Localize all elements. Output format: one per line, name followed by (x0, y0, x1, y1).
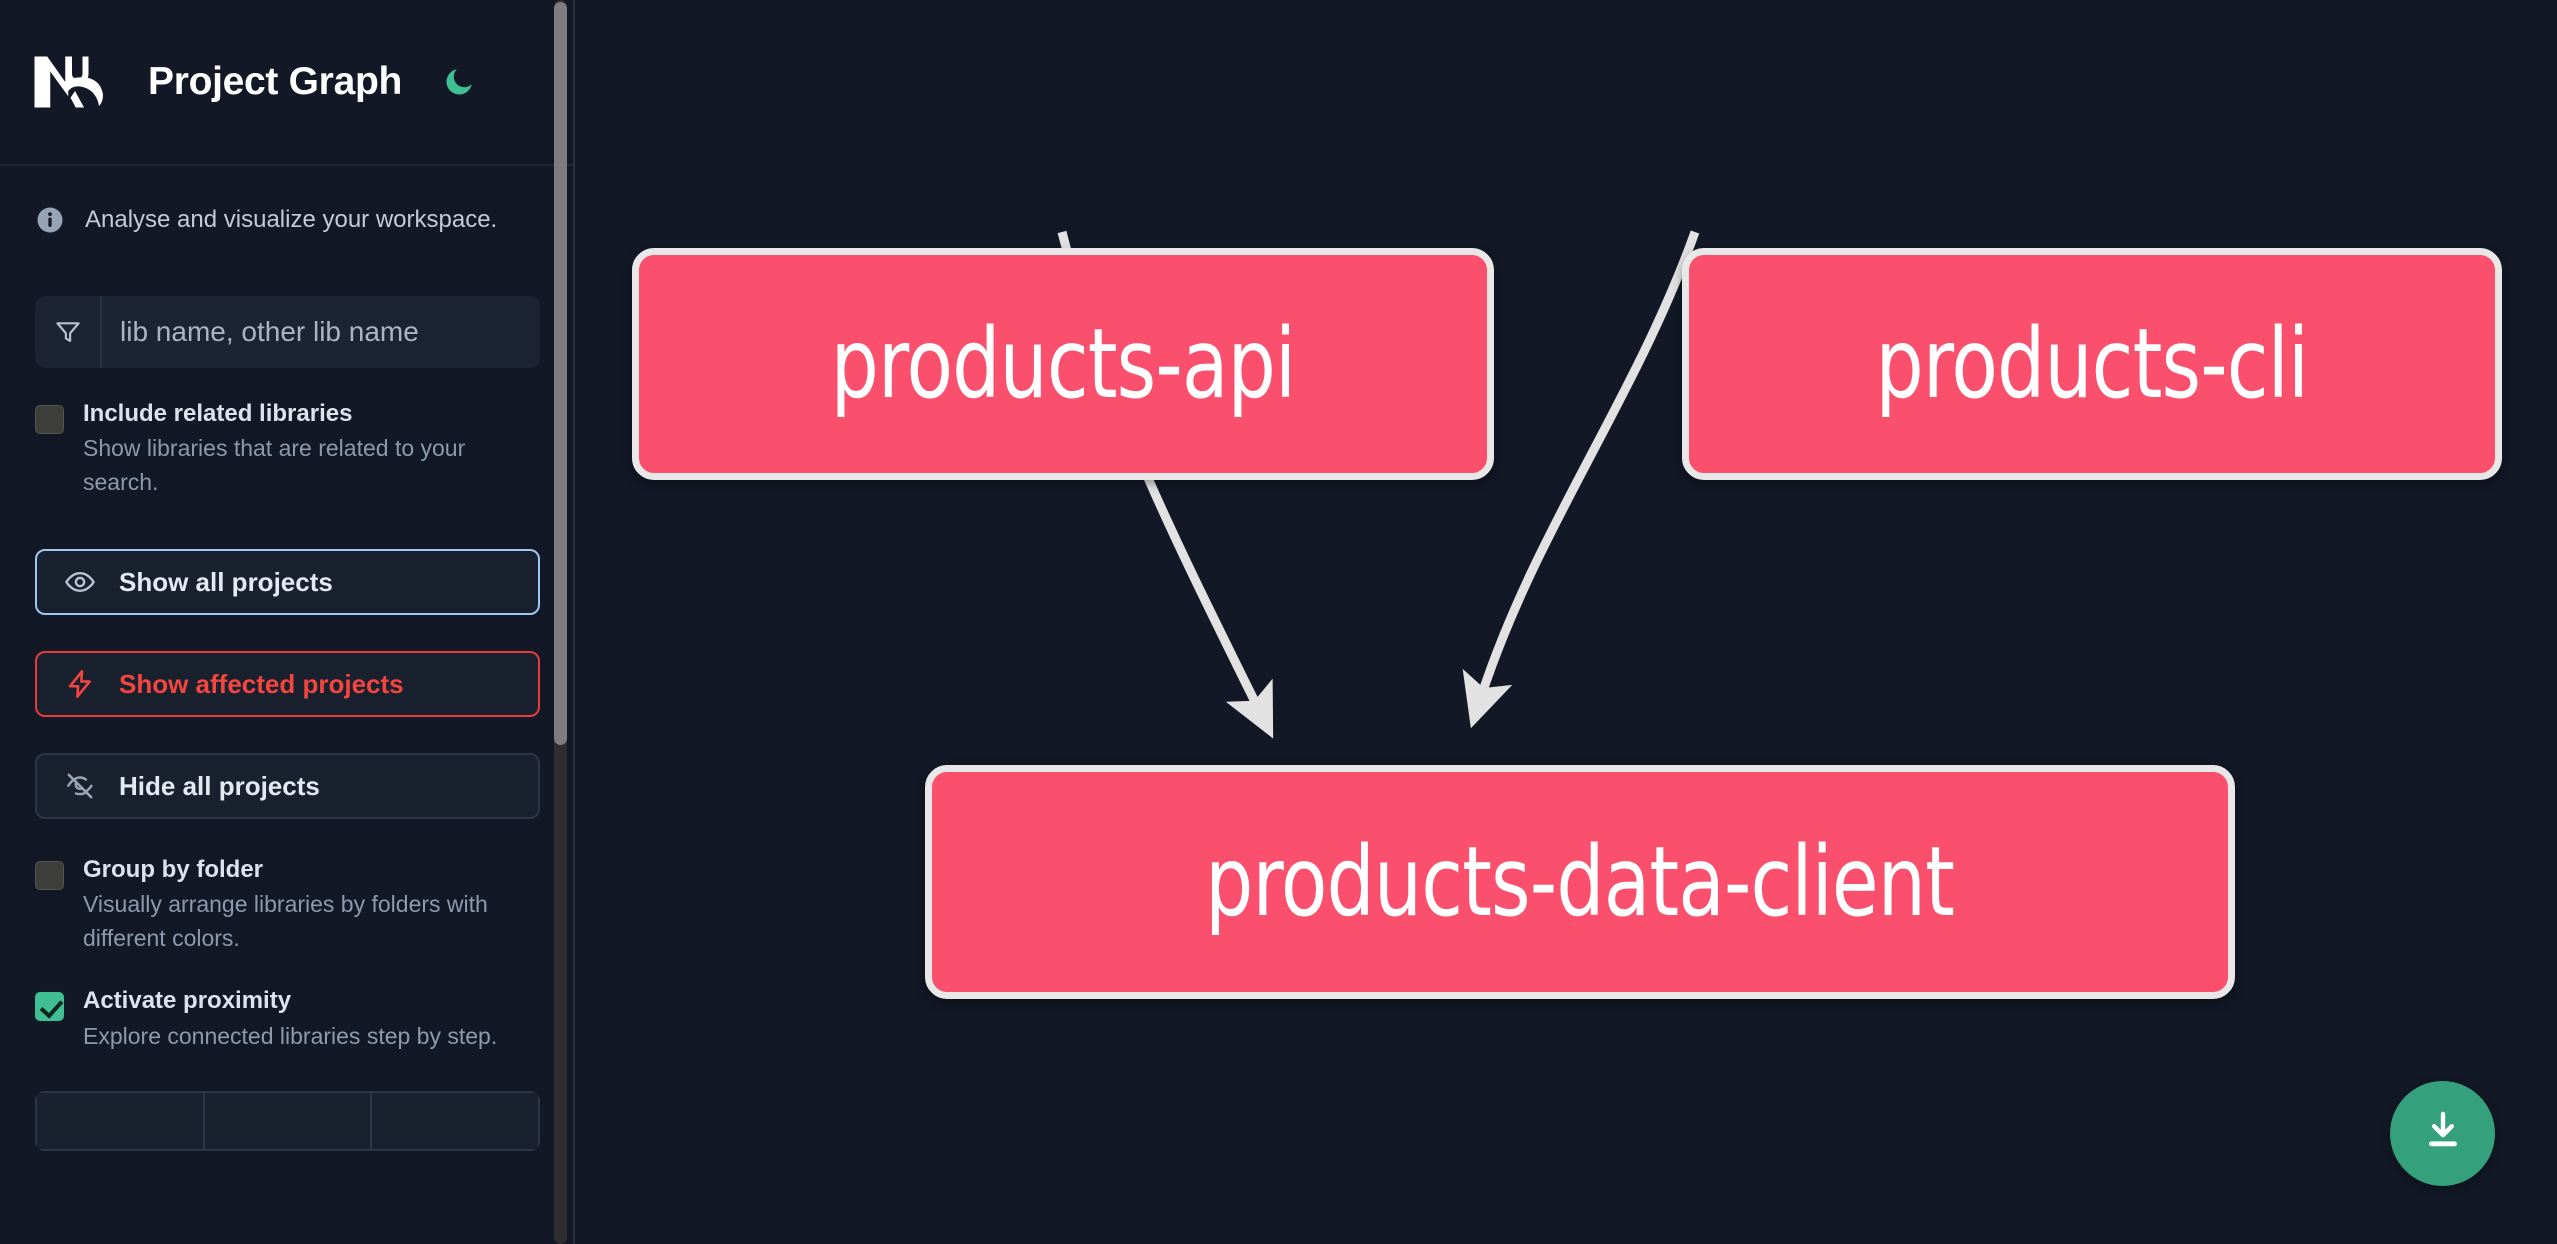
graph-node-label: products-api (830, 308, 1296, 420)
hide-all-projects-button[interactable]: Hide all projects (35, 753, 540, 820)
search-field[interactable] (35, 296, 540, 368)
group-by-folder-description: Visually arrange libraries by folders wi… (83, 891, 488, 951)
hide-all-projects-label: Hide all projects (119, 770, 320, 801)
sidebar-header: Project Graph (0, 0, 575, 166)
graph-canvas[interactable]: products-api products-cli products-data-… (575, 0, 2557, 1244)
group-by-folder-label: Group by folder (83, 856, 263, 884)
include-related-libraries-description: Show libraries that are related to your … (83, 435, 466, 495)
include-related-libraries-label: Include related libraries (83, 400, 353, 427)
checkbox-group-by-folder[interactable]: Group by folder Visually arrange librari… (35, 856, 540, 955)
info-icon (35, 205, 65, 235)
sidebar-body: Analyse and visualize your workspace. In… (0, 166, 575, 1151)
moon-icon[interactable] (438, 61, 480, 103)
graph-edges (1057, 230, 1700, 739)
proximity-value-display[interactable] (202, 1090, 371, 1151)
checkbox-include-related-libraries[interactable]: Include related libraries Show libraries… (35, 400, 540, 499)
sidebar-divider (573, 0, 575, 1244)
eye-icon (63, 565, 97, 599)
tagline-text: Analyse and visualize your workspace. (85, 206, 498, 233)
group-by-folder-checkbox[interactable] (35, 861, 64, 891)
activate-proximity-checkbox[interactable] (35, 992, 64, 1022)
graph-node-products-data-client[interactable]: products-data-client (925, 765, 2235, 999)
sidebar-scrollbar-thumb[interactable] (554, 2, 567, 745)
graph-node-products-cli[interactable]: products-cli (1682, 248, 2502, 480)
include-related-libraries-checkbox[interactable] (35, 405, 64, 434)
search-input[interactable] (102, 296, 540, 368)
proximity-increase-button[interactable] (370, 1090, 540, 1151)
show-affected-projects-button[interactable]: Show affected projects (35, 651, 540, 718)
sidebar: Project Graph Analyse and visualize your… (0, 0, 575, 1244)
project-visibility-buttons: Show all projects Show affected projects (35, 549, 540, 820)
proximity-decrease-button[interactable] (35, 1090, 203, 1151)
download-graph-button[interactable] (2390, 1081, 2495, 1186)
page-title: Project Graph (148, 60, 402, 103)
download-icon (2419, 1107, 2467, 1160)
tagline-row: Analyse and visualize your workspace. (35, 166, 540, 274)
display-options: Group by folder Visually arrange librari… (35, 856, 540, 1151)
filter-funnel-icon (35, 296, 102, 368)
lightning-bolt-icon (63, 667, 97, 701)
show-all-projects-button[interactable]: Show all projects (35, 549, 540, 616)
graph-node-label: products-cli (1875, 308, 2310, 420)
checkbox-activate-proximity[interactable]: Activate proximity Explore connected lib… (35, 987, 540, 1053)
proximity-step-controls[interactable] (35, 1090, 540, 1151)
nx-logo-icon (30, 52, 120, 112)
show-affected-projects-label: Show affected projects (119, 668, 404, 699)
edge-products-cli-to-products-data-client (1462, 230, 1700, 729)
graph-node-products-api[interactable]: products-api (632, 248, 1494, 480)
show-all-projects-label: Show all projects (119, 566, 333, 597)
graph-node-label: products-data-client (1205, 826, 1956, 938)
activate-proximity-description: Explore connected libraries step by step… (83, 1022, 498, 1049)
activate-proximity-label: Activate proximity (83, 987, 292, 1015)
sidebar-scrollbar-track[interactable] (554, 0, 567, 1244)
eye-off-icon (63, 769, 97, 803)
